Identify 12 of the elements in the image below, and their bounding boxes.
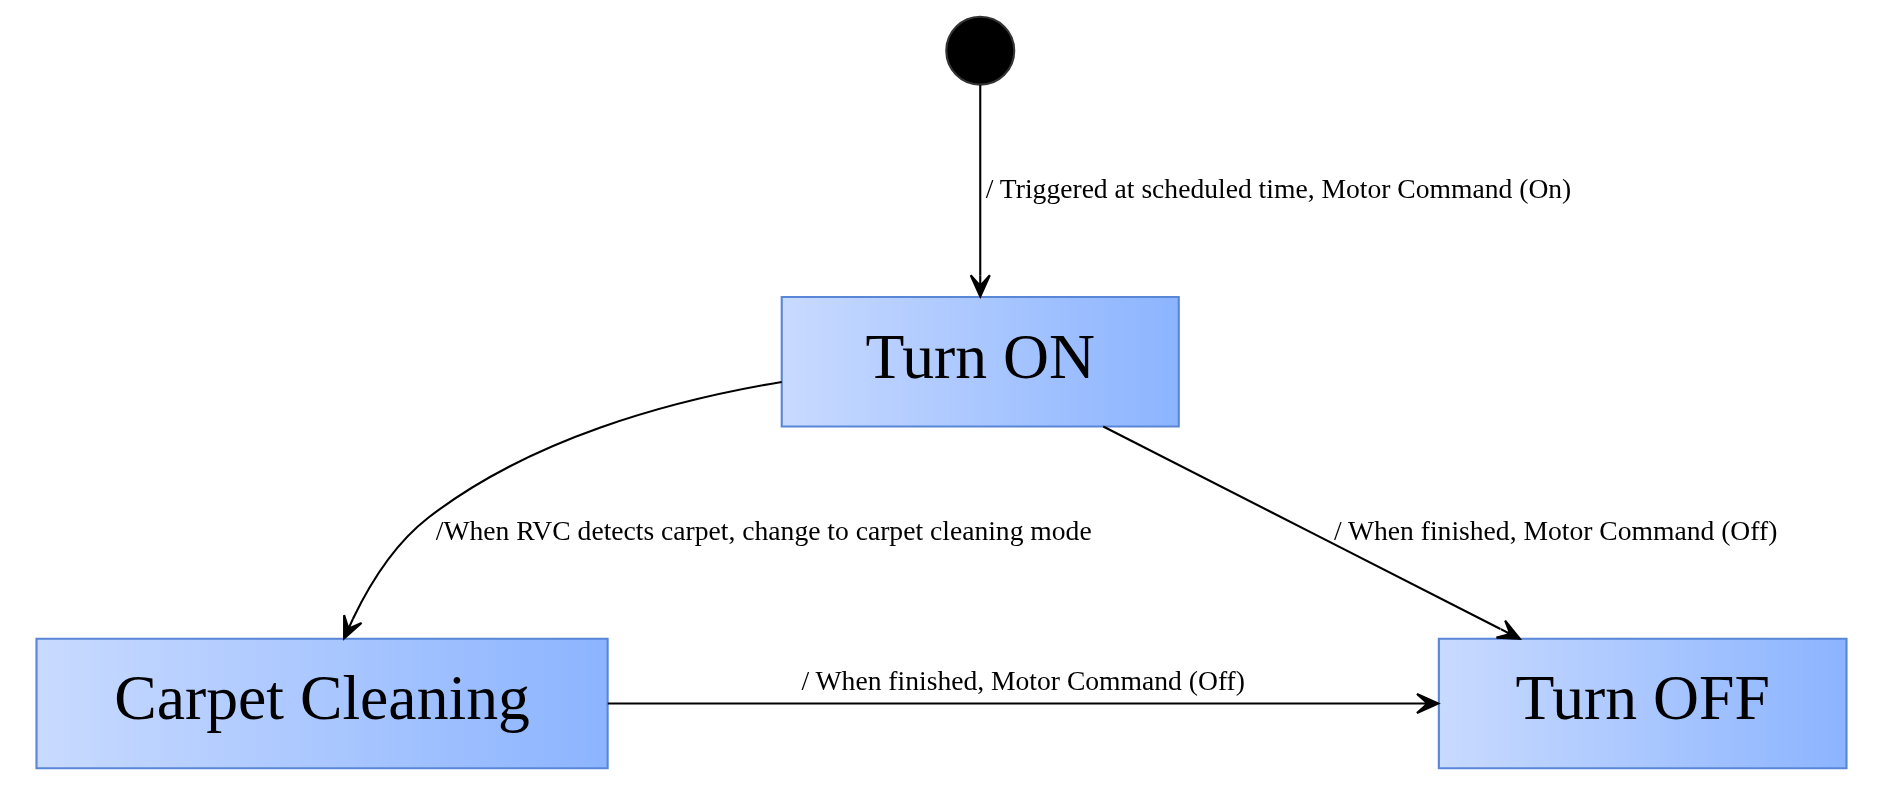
edge-label: / Triggered at scheduled time, Motor Command (On) xyxy=(985,173,1572,205)
arrow xyxy=(607,692,1440,715)
arrow xyxy=(1102,425,1521,640)
node-circle xyxy=(945,15,1016,86)
arrow xyxy=(969,85,991,298)
node-box: Carpet Cleaning xyxy=(35,637,609,770)
node-box: Turn ON xyxy=(780,295,1180,428)
node-box: Turn OFF xyxy=(1437,637,1848,770)
arrow xyxy=(343,380,782,640)
edge-label: /When RVC detects carpet, change to carpet cleaning mode xyxy=(435,514,1092,546)
edge-label: / When finished, Motor Command (Off) xyxy=(1333,514,1778,546)
edge-label: / When finished, Motor Command (Off) xyxy=(801,664,1245,696)
